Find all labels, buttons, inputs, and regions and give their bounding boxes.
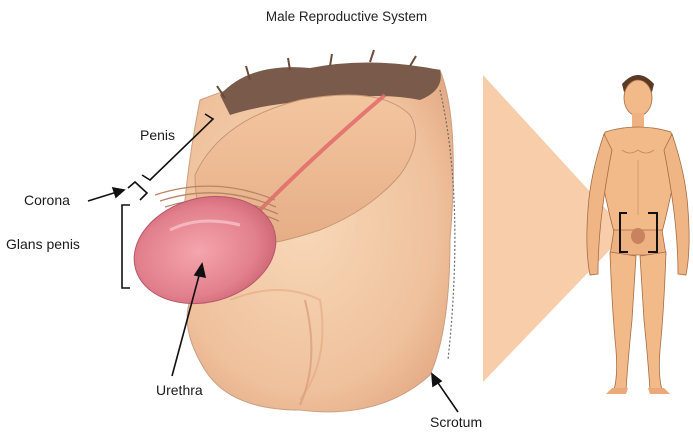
- label-urethra: Urethra: [156, 382, 203, 398]
- label-penis: Penis: [140, 127, 175, 143]
- label-corona: Corona: [24, 192, 70, 208]
- label-glans-penis: Glans penis: [6, 236, 80, 252]
- bracket-glans: [122, 205, 130, 288]
- callout-triangle: [483, 75, 627, 382]
- label-scrotum: Scrotum: [430, 414, 482, 430]
- bracket-corona: [128, 182, 147, 200]
